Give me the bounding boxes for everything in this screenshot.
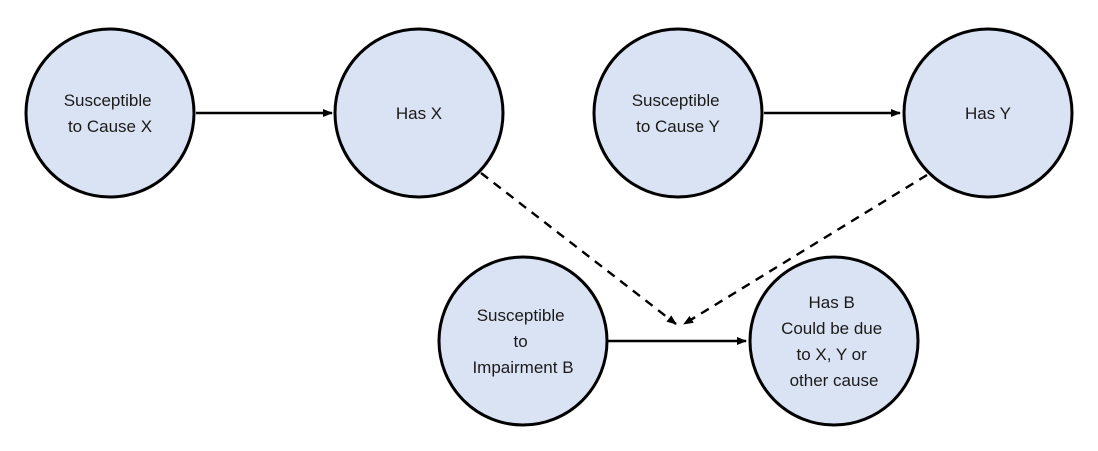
node-has-b-line-3: to X, Y or bbox=[797, 345, 868, 364]
svg-text:Susceptible to Cause X: Susceptible to Cause X bbox=[64, 91, 157, 136]
node-susceptible-y-line-2: to Cause Y bbox=[636, 117, 720, 136]
node-susceptible-x-line-1: Susceptible bbox=[64, 91, 152, 110]
node-has-b-line-4: other cause bbox=[790, 371, 879, 390]
node-has-b: Has B Could be due to X, Y or other caus… bbox=[748, 255, 920, 427]
node-susceptible-x-line-2: to Cause X bbox=[68, 117, 152, 136]
node-susceptible-y: Susceptible to Cause Y bbox=[592, 27, 764, 199]
svg-text:Has X: Has X bbox=[396, 104, 442, 123]
node-susceptible-b-line-2: to bbox=[514, 332, 528, 351]
node-has-y-line-1: Has Y bbox=[965, 104, 1011, 123]
node-has-y: Has Y bbox=[902, 27, 1074, 199]
node-has-b-line-1: Has B bbox=[808, 293, 854, 312]
node-has-x: Has X bbox=[333, 27, 505, 199]
node-susceptible-b-line-3: Impairment B bbox=[472, 358, 573, 377]
svg-text:Susceptible to Cause Y: Susceptible to Cause Y bbox=[632, 91, 725, 136]
node-susceptible-y-line-1: Susceptible bbox=[632, 91, 720, 110]
svg-text:Susceptible to Imp: Susceptible to Impairment B bbox=[472, 306, 573, 377]
node-susceptible-b-line-1: Susceptible bbox=[477, 306, 565, 325]
svg-text:Has Y: Has Y bbox=[965, 104, 1011, 123]
node-has-x-line-1: Has X bbox=[396, 104, 442, 123]
edges bbox=[196, 109, 928, 345]
node-susceptible-b: Susceptible to Impairment B bbox=[437, 255, 609, 427]
node-susceptible-x: Susceptible to Cause X bbox=[24, 27, 196, 199]
node-has-b-line-2: Could be due bbox=[781, 319, 882, 338]
svg-text:Has B Could be due: Has B Could be due to X, Y or other caus… bbox=[781, 293, 887, 390]
